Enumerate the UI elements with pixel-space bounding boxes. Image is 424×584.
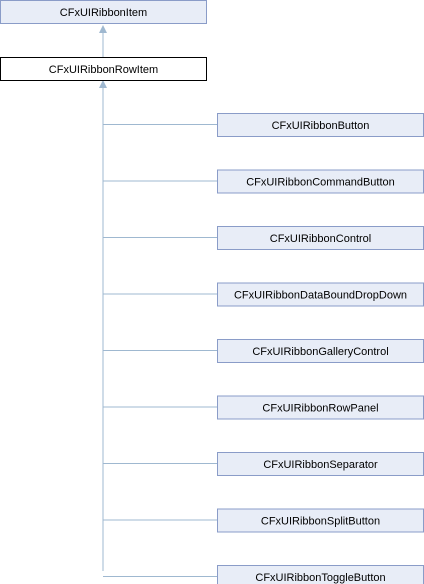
node-ribbontogglebutton[interactable]: CFxUIRibbonToggleButton <box>217 565 424 584</box>
node-ribboncontrol[interactable]: CFxUIRibbonControl <box>217 226 424 250</box>
node-ribboncommandbutton[interactable]: CFxUIRibbonCommandButton <box>217 169 424 194</box>
node-current-label: CFxUIRibbonRowItem <box>49 64 158 76</box>
node-ribbonseparator[interactable]: CFxUIRibbonSeparator <box>217 452 424 476</box>
node-label: CFxUIRibbonToggleButton <box>255 572 385 584</box>
node-ribbonrowpanel[interactable]: CFxUIRibbonRowPanel <box>217 395 424 420</box>
node-base-label: CFxUIRibbonItem <box>60 7 147 19</box>
node-label: CFxUIRibbonGalleryControl <box>252 346 388 358</box>
node-ribbonsplitbutton[interactable]: CFxUIRibbonSplitButton <box>217 508 424 533</box>
node-ribbonbutton[interactable]: CFxUIRibbonButton <box>217 113 424 137</box>
inheritance-edges <box>99 25 217 577</box>
node-label: CFxUIRibbonButton <box>272 120 370 132</box>
node-ribbongallerycontrol[interactable]: CFxUIRibbonGalleryControl <box>217 339 424 363</box>
arrow-to-base <box>99 25 107 33</box>
node-ribbondatabounddropdown[interactable]: CFxUIRibbonDataBoundDropDown <box>217 282 424 307</box>
node-label: CFxUIRibbonSplitButton <box>261 516 380 528</box>
arrow-to-current <box>99 80 107 88</box>
node-label: CFxUIRibbonCommandButton <box>246 177 395 189</box>
derived-class-nodes: CFxUIRibbonButtonCFxUIRibbonCommandButto… <box>217 113 424 584</box>
node-current-class[interactable]: CFxUIRibbonRowItem <box>0 57 207 81</box>
node-label: CFxUIRibbonControl <box>270 233 371 245</box>
node-label: CFxUIRibbonRowPanel <box>262 403 378 415</box>
node-label: CFxUIRibbonSeparator <box>263 459 378 471</box>
node-label: CFxUIRibbonDataBoundDropDown <box>234 290 407 302</box>
node-base-class[interactable]: CFxUIRibbonItem <box>0 0 207 24</box>
